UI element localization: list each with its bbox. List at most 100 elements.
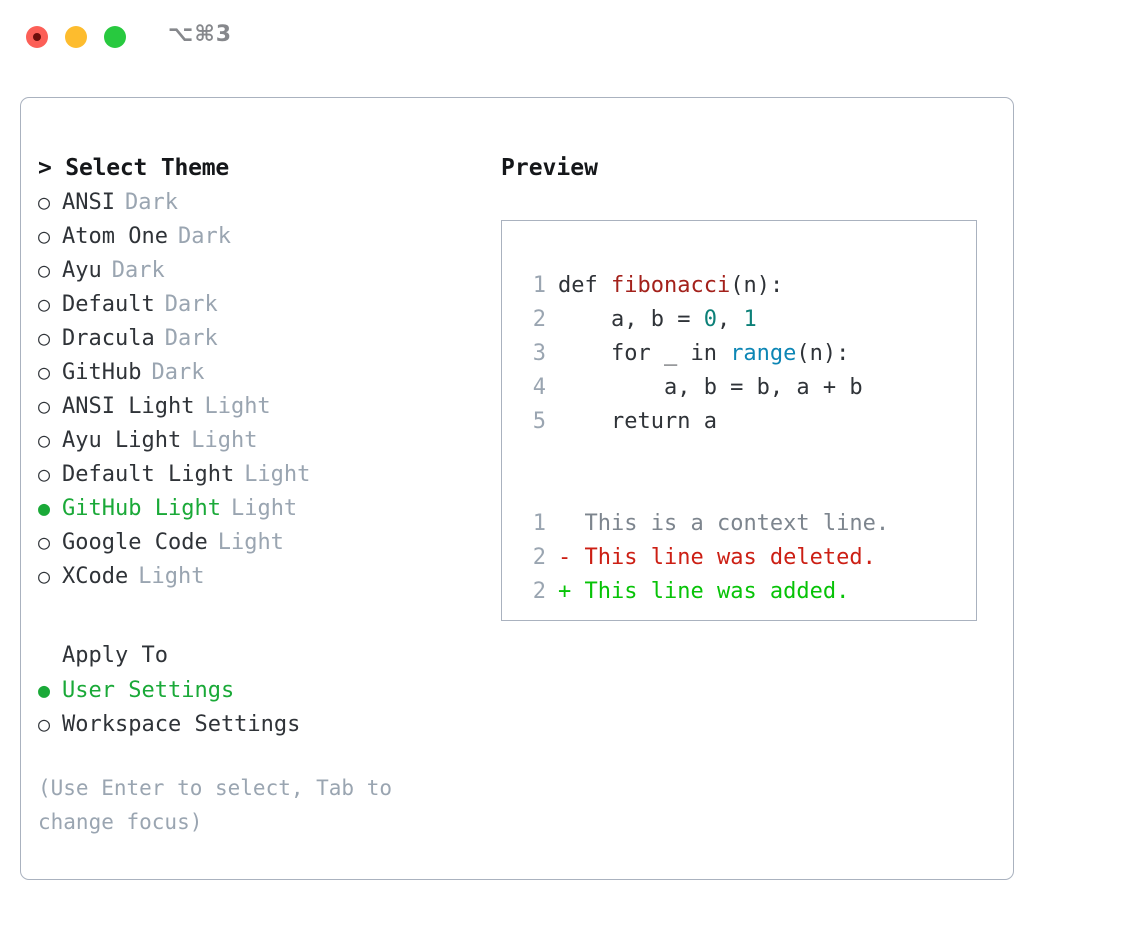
line-number: 2 bbox=[532, 545, 546, 570]
select-theme-heading: > Select Theme bbox=[38, 155, 230, 181]
line-number: 3 bbox=[532, 341, 546, 366]
preview-column: Preview 1 def fibonacci (n): 2 a, b = 0 … bbox=[501, 151, 991, 621]
apply-to-option-workspace-settings[interactable]: ○ Workspace Settings bbox=[38, 707, 478, 741]
diff-text: This is a context line. bbox=[584, 511, 890, 536]
theme-selection-column: > Select Theme ○ ANSI Dark ○ Atom One Da… bbox=[38, 151, 478, 839]
apply-to-option-user-settings[interactable]: ● User Settings bbox=[38, 673, 478, 707]
diff-line-added: 2 + This line was added. bbox=[502, 575, 976, 609]
diff-line-deleted: 2 - This line was deleted. bbox=[502, 541, 976, 575]
title-bar: ⌥⌘3 bbox=[0, 0, 1140, 76]
diff-text: This line was deleted. bbox=[584, 545, 876, 570]
theme-mode-tag: Light bbox=[138, 564, 205, 589]
line-number: 1 bbox=[532, 511, 546, 536]
code-token-assign: a, b = bbox=[558, 307, 704, 332]
radio-unselected-icon: ○ bbox=[38, 292, 51, 316]
theme-mode-tag: Dark bbox=[124, 190, 178, 215]
theme-list-item[interactable]: ○ Default Dark bbox=[38, 287, 478, 321]
code-token-keyword: for _ in bbox=[558, 341, 731, 366]
code-blank-line bbox=[502, 473, 976, 507]
theme-name: GitHub Light bbox=[62, 496, 221, 521]
diff-line-context: 1 This is a context line. bbox=[502, 507, 976, 541]
theme-name: Default bbox=[62, 292, 155, 317]
radio-unselected-icon: ○ bbox=[38, 428, 51, 452]
code-line: 4 a, b = b, a + b bbox=[502, 371, 976, 405]
code-token-keyword: def bbox=[558, 273, 611, 298]
apply-to-heading: Apply To bbox=[62, 643, 168, 668]
theme-mode-tag: Light bbox=[230, 496, 298, 521]
preview-heading: Preview bbox=[501, 155, 598, 181]
close-button-icon[interactable] bbox=[26, 26, 48, 48]
code-token-builtin: range bbox=[730, 341, 797, 366]
radio-unselected-icon: ○ bbox=[38, 258, 51, 282]
theme-mode-tag: Dark bbox=[164, 292, 218, 317]
apply-to-option-label: Workspace Settings bbox=[62, 712, 301, 737]
preview-code-box: 1 def fibonacci (n): 2 a, b = 0 , 1 3 bbox=[501, 220, 977, 621]
theme-list-item[interactable]: ○ Atom One Dark bbox=[38, 219, 478, 253]
apply-to-option-label: User Settings bbox=[62, 678, 235, 703]
radio-unselected-icon: ○ bbox=[38, 394, 51, 418]
theme-name: XCode bbox=[62, 564, 129, 589]
radio-unselected-icon: ○ bbox=[38, 326, 51, 350]
theme-list: ○ ANSI Dark ○ Atom One Dark ○ Ayu Dark bbox=[38, 185, 478, 593]
theme-name: Ayu Light bbox=[62, 428, 182, 453]
radio-unselected-icon: ○ bbox=[38, 564, 51, 588]
theme-mode-tag: Light bbox=[204, 394, 271, 419]
theme-list-item[interactable]: ○ ANSI Dark bbox=[38, 185, 478, 219]
code-line: 3 for _ in range (n): bbox=[502, 337, 976, 371]
theme-name: Atom One bbox=[62, 224, 168, 249]
theme-mode-tag: Dark bbox=[111, 258, 165, 283]
theme-mode-tag: Light bbox=[191, 428, 258, 453]
radio-selected-icon: ● bbox=[38, 496, 51, 520]
theme-name: GitHub bbox=[62, 360, 142, 385]
theme-list-item[interactable]: ○ Default Light Light bbox=[38, 457, 478, 491]
radio-unselected-icon: ○ bbox=[38, 530, 51, 554]
theme-list-item[interactable]: ○ XCode Light bbox=[38, 559, 478, 593]
theme-name: Dracula bbox=[62, 326, 155, 351]
theme-picker-panel: > Select Theme ○ ANSI Dark ○ Atom One Da… bbox=[20, 97, 1014, 880]
theme-list-item[interactable]: ○ ANSI Light Light bbox=[38, 389, 478, 423]
theme-name: Default Light bbox=[62, 462, 235, 487]
diff-marker-minus-icon: - bbox=[558, 545, 585, 570]
theme-list-item[interactable]: ○ GitHub Dark bbox=[38, 355, 478, 389]
keyboard-hint-text: (Use Enter to select, Tab to change focu… bbox=[38, 776, 405, 834]
diff-marker-plus-icon: + bbox=[558, 579, 585, 604]
code-token-punctuation: , bbox=[716, 307, 744, 332]
line-number: 1 bbox=[532, 273, 546, 298]
traffic-light-buttons bbox=[26, 26, 126, 48]
theme-name: ANSI bbox=[62, 190, 115, 215]
theme-mode-tag: Dark bbox=[164, 326, 218, 351]
zoom-button-icon[interactable] bbox=[104, 26, 126, 48]
theme-list-item[interactable]: ○ Dracula Dark bbox=[38, 321, 478, 355]
code-token-punctuation: (n): bbox=[796, 341, 850, 366]
code-token-function-name: fibonacci bbox=[610, 273, 731, 298]
line-number: 5 bbox=[532, 409, 546, 434]
code-token-plain: return a bbox=[558, 409, 717, 434]
theme-list-item-selected[interactable]: ● GitHub Light Light bbox=[38, 491, 478, 525]
theme-list-item[interactable]: ○ Ayu Dark bbox=[38, 253, 478, 287]
minimize-button-icon[interactable] bbox=[65, 26, 87, 48]
code-token-number: 1 bbox=[743, 307, 757, 332]
theme-name: Ayu bbox=[62, 258, 102, 283]
theme-mode-tag: Light bbox=[217, 530, 284, 555]
code-line: 5 return a bbox=[502, 405, 976, 439]
radio-unselected-icon: ○ bbox=[38, 360, 51, 384]
theme-name: Google Code bbox=[62, 530, 208, 555]
line-number: 4 bbox=[532, 375, 546, 400]
radio-unselected-icon: ○ bbox=[38, 190, 51, 214]
window-title: ⌥⌘3 bbox=[168, 22, 233, 47]
radio-unselected-icon: ○ bbox=[38, 224, 51, 248]
code-token-number: 0 bbox=[703, 307, 717, 332]
code-token-punctuation: (n): bbox=[730, 273, 784, 298]
theme-list-item[interactable]: ○ Ayu Light Light bbox=[38, 423, 478, 457]
theme-mode-tag: Dark bbox=[177, 224, 231, 249]
apply-to-options: ● User Settings ○ Workspace Settings bbox=[38, 673, 478, 741]
theme-name: ANSI Light bbox=[62, 394, 195, 419]
theme-list-item[interactable]: ○ Google Code Light bbox=[38, 525, 478, 559]
radio-unselected-icon: ○ bbox=[38, 712, 51, 736]
diff-marker bbox=[558, 507, 585, 541]
radio-selected-icon: ● bbox=[38, 678, 51, 702]
code-line: 1 def fibonacci (n): bbox=[502, 269, 976, 303]
radio-unselected-icon: ○ bbox=[38, 462, 51, 486]
diff-text: This line was added. bbox=[584, 579, 850, 604]
list-gap-spacer bbox=[38, 593, 478, 639]
